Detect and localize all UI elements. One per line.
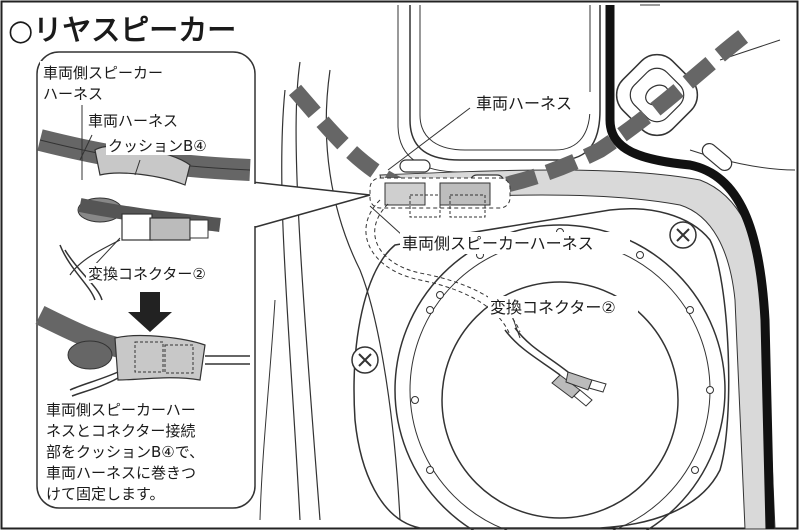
main-illustration xyxy=(259,4,796,530)
speaker-ring-outer xyxy=(394,224,726,530)
inset-note-line-1: 車両側スピーカーハー xyxy=(46,401,196,419)
screw-icon xyxy=(351,346,379,374)
screw-icon xyxy=(669,221,697,249)
main-label-vehicle-speaker-harness: 車両側スピーカーハーネス xyxy=(402,234,594,253)
main-label-vehicle-harness: 車両ハーネス xyxy=(476,94,572,113)
inset-note-line-4: 車両ハーネスに巻きつ xyxy=(46,464,196,482)
inset-label-vehicle-speaker-harness-2: ハーネス xyxy=(43,85,103,103)
window-opening xyxy=(409,5,601,161)
door-seal xyxy=(605,5,775,530)
inset-note-line-5: けて固定します。 xyxy=(46,485,165,503)
vehicle-harness xyxy=(288,28,750,201)
inset-note-line-2: ネスとコネクター接続 xyxy=(46,422,195,440)
page-title: ○リヤスピーカー xyxy=(8,13,236,47)
converter-terminals xyxy=(551,371,607,407)
down-arrow-icon xyxy=(128,292,172,332)
inset-label-cushion: クッションB④ xyxy=(108,137,207,155)
connector-cluster xyxy=(369,177,511,218)
inset-label-vehicle-harness: 車両ハーネス xyxy=(88,112,178,130)
inset-figure-after xyxy=(35,306,250,397)
inset-note: 車両側スピーカーハー ネスとコネクター接続 部をクッションB④で、 車両ハーネス… xyxy=(46,401,204,503)
inset-note-line-3: 部をクッションB④で、 xyxy=(46,443,204,461)
inset-label-vehicle-speaker-harness-1: 車両側スピーカー xyxy=(43,64,163,82)
speaker-opening xyxy=(441,281,679,519)
main-label-converter: 変換コネクター② xyxy=(490,298,616,317)
door-panel-band xyxy=(379,169,776,530)
inset-label-converter: 変換コネクター② xyxy=(88,265,206,283)
